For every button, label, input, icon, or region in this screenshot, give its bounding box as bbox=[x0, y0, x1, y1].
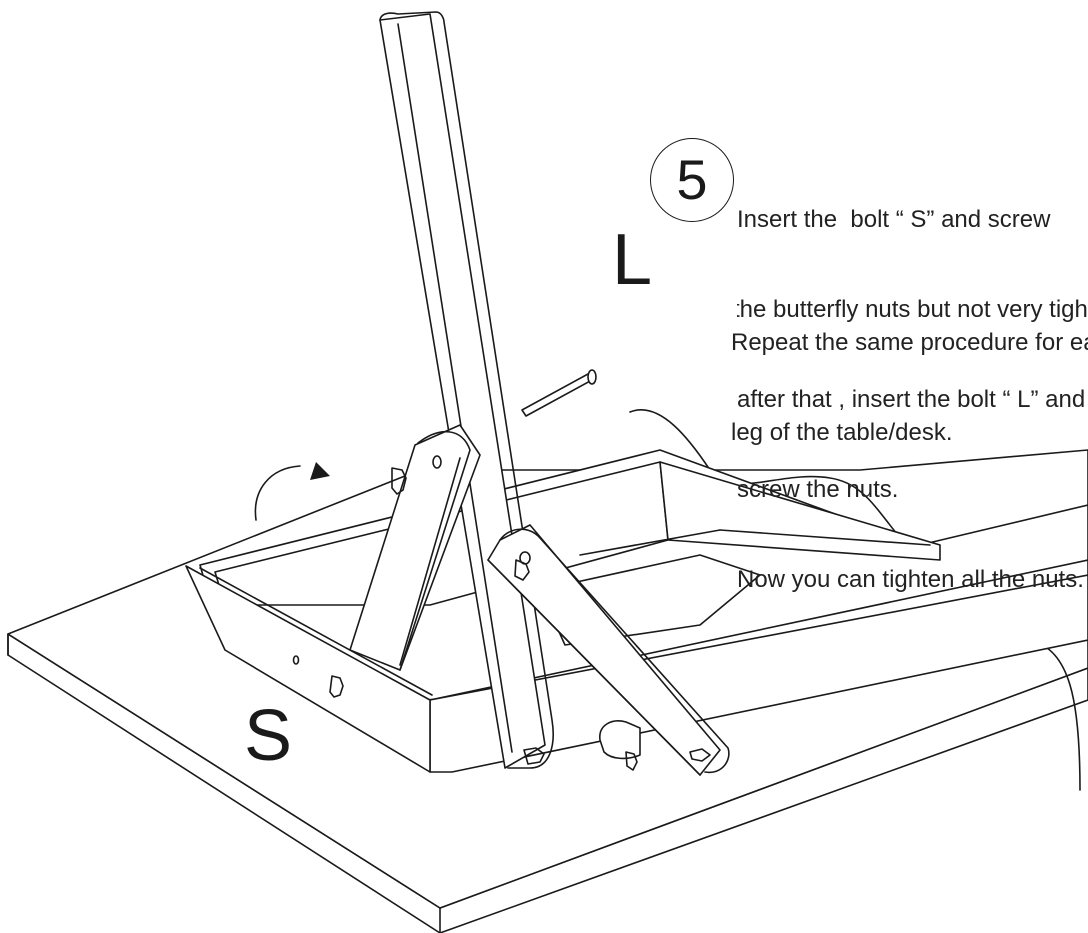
label-bolt-short: S bbox=[244, 696, 293, 776]
instruction-line: screw the nuts. bbox=[737, 476, 899, 503]
end-block bbox=[599, 720, 641, 760]
repeat-note-line: leg of the table/desk. bbox=[731, 419, 953, 446]
bolt-long bbox=[521, 369, 597, 417]
repeat-note: Repeat the same procedure for each leg o… bbox=[731, 268, 1088, 478]
brace-left bbox=[349, 424, 481, 671]
repeat-note-line: Repeat the same procedure for each bbox=[731, 329, 1088, 356]
instruction-line: Insert the bolt “ S” and screw bbox=[737, 206, 1051, 233]
brace-right bbox=[487, 524, 730, 776]
instruction-line: after that , insert the bolt “ L” and bbox=[737, 386, 1086, 413]
step-instructions: Insert the bolt “ S” and screw the butte… bbox=[737, 145, 1088, 625]
step-number: 5 bbox=[676, 148, 708, 211]
frame bbox=[185, 449, 1088, 773]
rotation-arrow bbox=[254, 462, 330, 521]
step-number-circle bbox=[650, 138, 734, 222]
instruction-line: Now you can tighten all the nuts. bbox=[737, 566, 1084, 593]
instruction-line: the butterfly nuts but not very tight, bbox=[737, 296, 1088, 323]
butterfly-nuts bbox=[329, 467, 711, 771]
label-bolt-long: L bbox=[612, 220, 653, 300]
tall-leg bbox=[379, 11, 554, 769]
